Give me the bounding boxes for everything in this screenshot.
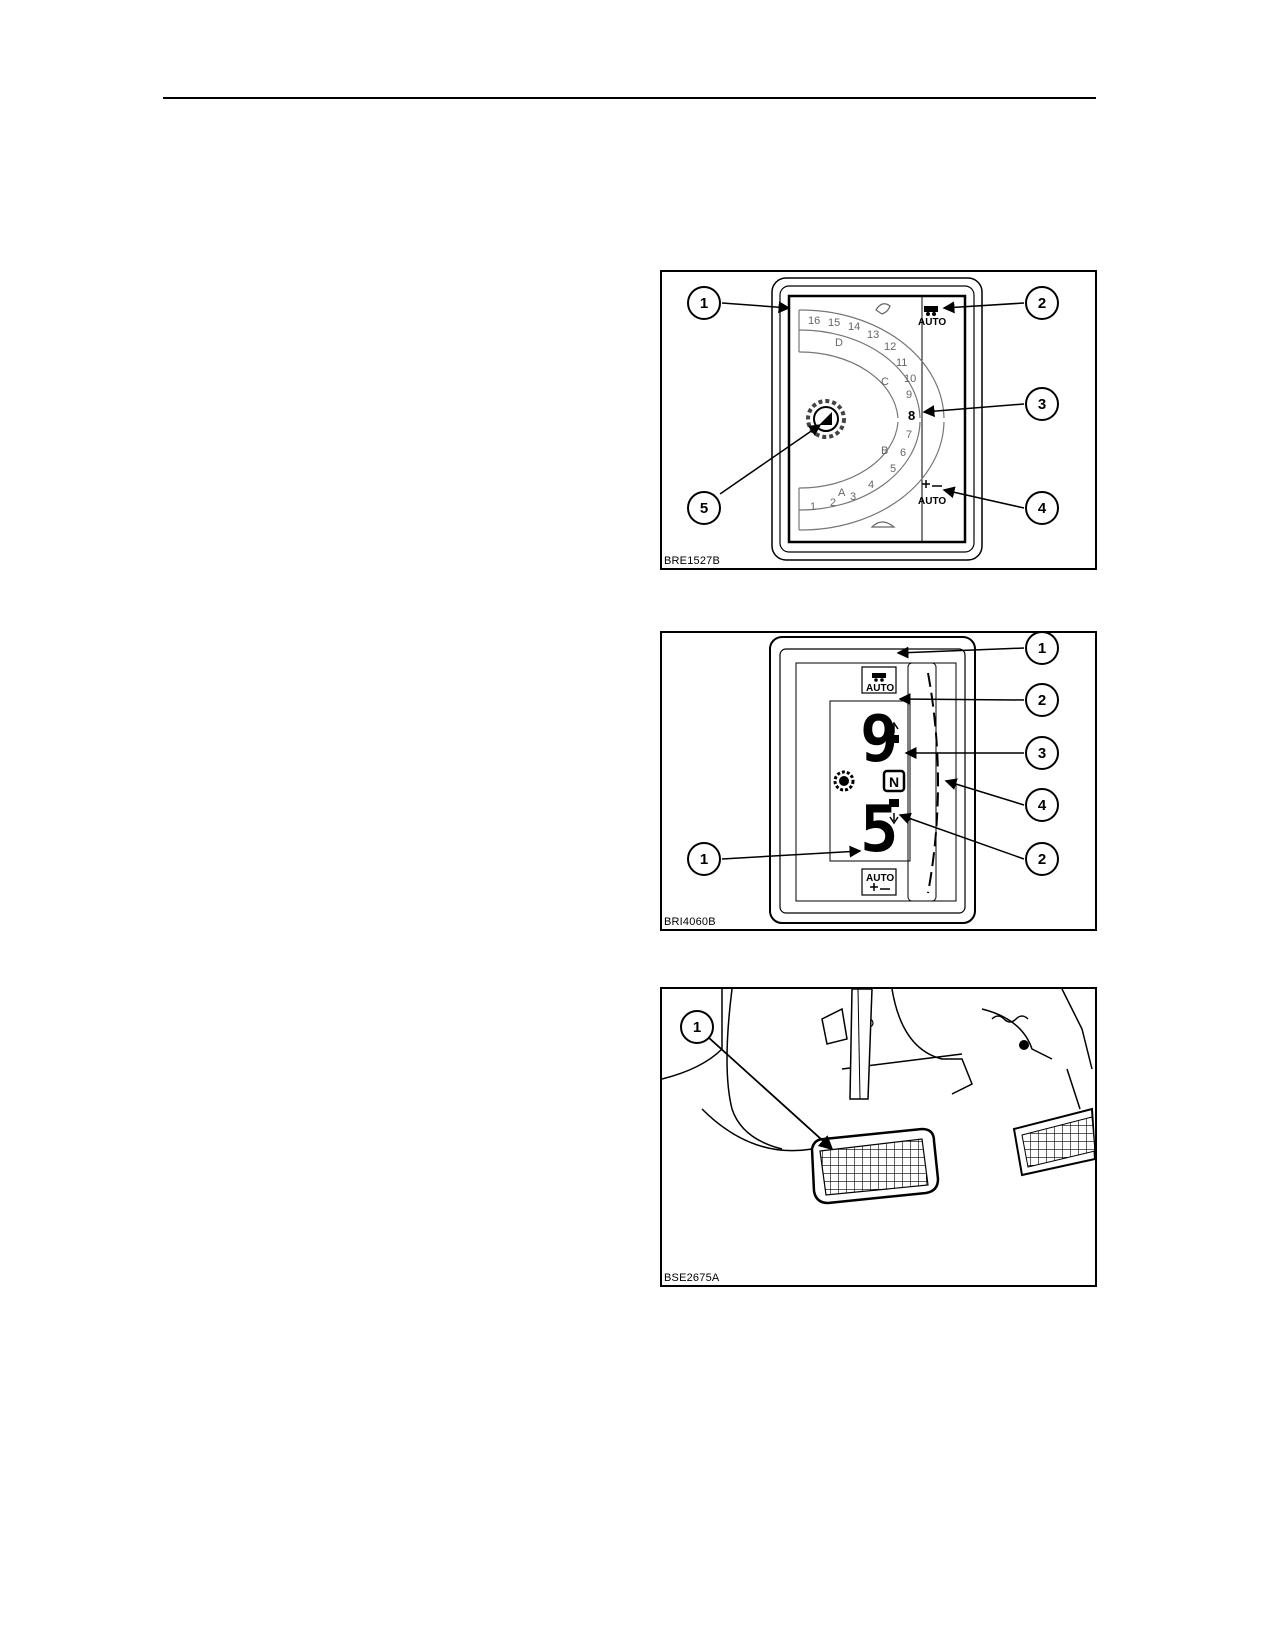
range-letter: C	[881, 376, 889, 388]
callout-1: 1	[687, 286, 721, 320]
auto-label-upper: AUTO	[866, 683, 894, 694]
gear-number: 4	[868, 479, 874, 491]
gear-number: 13	[867, 329, 879, 341]
range-letter: B	[881, 445, 888, 457]
range-letter: D	[835, 337, 843, 349]
tractor-up-icon	[889, 721, 899, 743]
auto-label-lower: AUTO	[918, 496, 946, 507]
gear-number: 15	[828, 317, 840, 329]
svg-text:2: 2	[1038, 692, 1046, 709]
gear-number: 14	[848, 321, 860, 333]
callout-1-upper: 1	[1025, 633, 1059, 665]
gear-number: 9	[906, 389, 912, 401]
svg-text:1: 1	[693, 1019, 701, 1036]
callout-3: 3	[1025, 387, 1059, 421]
gear-number: 10	[904, 373, 916, 385]
hare-icon	[875, 303, 891, 315]
gear-number: 7	[906, 429, 912, 441]
gear-icon	[833, 770, 855, 792]
callout-3: 3	[1025, 736, 1059, 770]
figure-code: BRE1527B	[664, 555, 721, 567]
tractor-down-icon	[889, 799, 899, 825]
svg-text:2: 2	[1038, 295, 1046, 312]
clutch-pedal-icon	[1012, 1068, 1095, 1177]
gear-number-active: 8	[908, 408, 915, 423]
gear-number: 3	[850, 491, 856, 503]
callout-4: 4	[1025, 491, 1059, 525]
neutral-indicator: N	[882, 769, 906, 793]
gear-number: 12	[884, 341, 896, 353]
callout-1: 1	[680, 1010, 714, 1044]
figure-digital-gear-display: AUTO 9 N 5 AUTO	[660, 631, 1097, 931]
pedal-illustration: 1	[662, 989, 1095, 1205]
svg-text:1: 1	[1038, 640, 1046, 657]
gear-number: 2	[830, 497, 836, 509]
tortoise-icon	[870, 521, 896, 528]
figure-pedal: 1 BSE2675A	[660, 987, 1097, 1287]
svg-text:4: 4	[1038, 797, 1047, 814]
callout-4: 4	[1025, 788, 1059, 822]
svg-text:4: 4	[1038, 500, 1047, 517]
brake-pedal-icon	[810, 1127, 940, 1205]
gear-number: 16	[808, 315, 820, 327]
svg-text:1: 1	[700, 851, 708, 868]
digital-gear-display-illustration: AUTO 9 N 5 AUTO	[687, 633, 1059, 924]
gear-number: 1	[810, 501, 816, 513]
pto-auto-icon	[870, 883, 890, 891]
auto-label-lower: AUTO	[866, 873, 894, 884]
figure-code: BRI4060B	[664, 916, 716, 928]
callout-2-upper: 2	[1025, 683, 1059, 717]
callout-2-lower: 2	[1025, 842, 1059, 876]
svg-text:5: 5	[700, 500, 708, 517]
gear-number: 11	[896, 357, 907, 369]
svg-text:2: 2	[1038, 851, 1046, 868]
gear-display-arc-illustration: 16 15 14 13 12 11 10 9 8 7 6 5 4 3 2 1 D…	[687, 277, 1059, 561]
header-rule	[163, 97, 1096, 99]
svg-text:1: 1	[700, 295, 708, 312]
svg-text:3: 3	[1038, 745, 1046, 762]
callout-5: 5	[687, 491, 721, 525]
auto-label-upper: AUTO	[918, 317, 946, 328]
gear-icon	[806, 399, 846, 439]
svg-text:N: N	[889, 774, 899, 790]
pto-auto-icon	[922, 480, 942, 488]
gear-number: 5	[890, 463, 896, 475]
trailer-auto-icon	[872, 673, 886, 682]
figure-gear-display-arc: 16 15 14 13 12 11 10 9 8 7 6 5 4 3 2 1 D…	[660, 270, 1097, 570]
callout-1-lower: 1	[687, 842, 721, 876]
figure-code: BSE2675A	[664, 1272, 720, 1284]
callout-2: 2	[1025, 286, 1059, 320]
gear-number: 6	[900, 447, 906, 459]
svg-text:3: 3	[1038, 396, 1046, 413]
range-letter: A	[838, 487, 846, 499]
trailer-auto-icon	[924, 306, 938, 316]
